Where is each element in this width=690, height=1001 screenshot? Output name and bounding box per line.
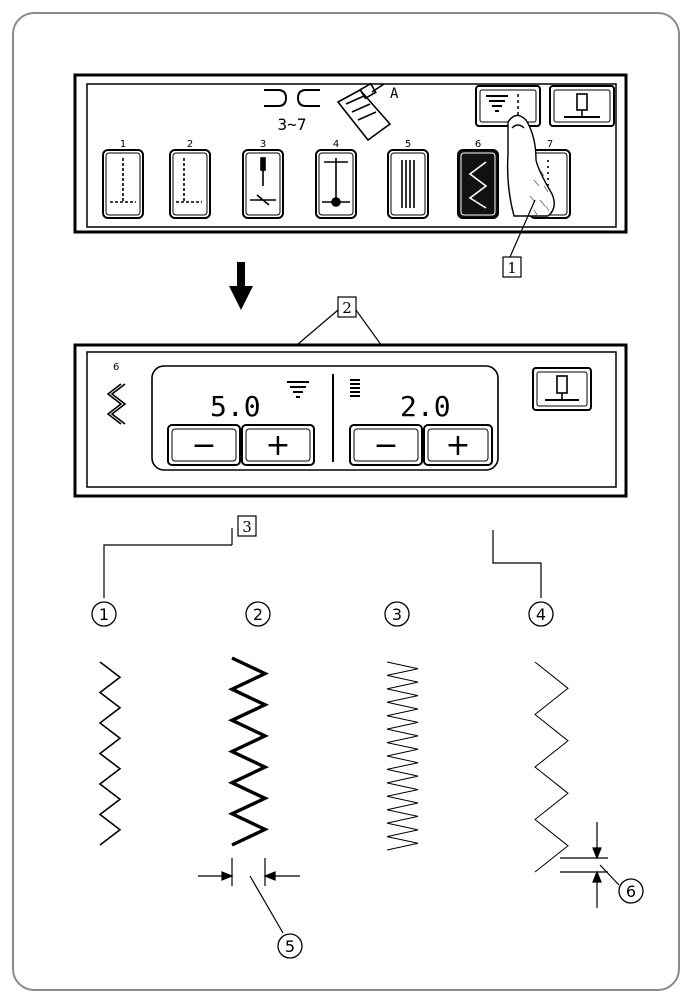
svg-text:−: − (191, 428, 216, 463)
stitch-width-icon (486, 94, 519, 118)
stitch-pattern-icon (250, 157, 276, 206)
svg-text:2: 2 (253, 605, 263, 624)
stitch-pattern-icon (468, 161, 488, 209)
twin-needle-icon (264, 89, 320, 107)
circled-label-2: 2 (245, 601, 271, 627)
stitch-length-icon (350, 379, 360, 397)
circled-label-5: 5 (277, 933, 303, 959)
pattern-key-2[interactable]: 2 (169, 139, 211, 219)
stitch-width-key[interactable] (475, 85, 541, 127)
width-plus-button[interactable]: + (241, 424, 315, 466)
svg-text:1: 1 (99, 605, 109, 624)
box-label-2-text: 2 (342, 299, 352, 317)
box-label-3-text: 3 (242, 518, 252, 536)
zigzag-pattern-icon (106, 383, 123, 425)
svg-text:3: 3 (392, 605, 402, 624)
screen-2: 6 5.0 2.0 − + (73, 343, 628, 498)
stitch-pattern-icon (401, 160, 415, 208)
pattern-key-number: 4 (333, 139, 339, 150)
circled-label-6: 6 (618, 878, 644, 904)
svg-text:+: + (445, 428, 470, 463)
width-measure (198, 858, 300, 934)
pattern-key-number: 6 (475, 139, 481, 150)
width-minus-button[interactable]: − (167, 424, 241, 466)
bracket-left (103, 544, 232, 598)
box-label-2 (337, 296, 357, 318)
length-minus-button[interactable]: − (349, 424, 423, 466)
pattern-key-6[interactable]: 6 (457, 139, 499, 219)
svg-text:5: 5 (285, 937, 295, 956)
pattern-key-number: 2 (187, 139, 193, 150)
svg-text:−: − (373, 428, 398, 463)
foot-letter: A (390, 86, 399, 102)
stitch-pattern-icon (110, 158, 136, 203)
zigzag-sample-3 (386, 661, 419, 851)
leader-line-1 (509, 199, 536, 258)
zigzag-sample-1 (98, 661, 122, 846)
pattern-key-4[interactable]: 4 (315, 139, 357, 219)
pattern-key-5[interactable]: 5 (387, 139, 429, 219)
needle-icon-2 (545, 375, 579, 401)
presser-foot-icon (336, 82, 392, 142)
finger-icon (506, 114, 555, 217)
needle-icon (564, 93, 600, 118)
zigzag-sample-4 (534, 661, 569, 873)
zigzag-sample-2 (228, 656, 269, 847)
pattern-keys: 1 2 3 4 5 6 7 (102, 139, 571, 219)
pattern-number-small: 6 (113, 362, 119, 373)
pattern-key-number: 5 (405, 139, 411, 150)
stitch-pattern-icon (322, 158, 350, 207)
circled-label-4: 4 (528, 601, 554, 627)
box-label-3 (237, 515, 257, 537)
length-measure (560, 822, 620, 908)
pattern-key-number: 7 (547, 139, 553, 150)
svg-text:4: 4 (536, 605, 546, 624)
stitch-width-icon-2 (287, 381, 309, 398)
pattern-key-number: 3 (260, 139, 266, 150)
stitch-samples (98, 656, 569, 873)
svg-text:6: 6 (626, 882, 636, 901)
box-label-1 (502, 256, 522, 278)
length-plus-button[interactable]: + (423, 424, 493, 466)
pattern-key-number: 1 (120, 139, 126, 150)
box-label-1-text: 1 (507, 259, 517, 277)
needle-position-key-2[interactable] (532, 367, 592, 411)
width-range-text: 3~7 (278, 115, 307, 134)
circled-label-1: 1 (91, 601, 117, 627)
pattern-key-1[interactable]: 1 (102, 139, 144, 219)
stitch-width-value: 5.0 (210, 390, 261, 423)
stitch-pattern-icon (176, 158, 202, 203)
bracket-right (492, 530, 542, 598)
pattern-key-3[interactable]: 3 (242, 139, 284, 219)
stitch-length-value: 2.0 (400, 390, 451, 423)
screen-1: 3~7 A (73, 73, 628, 234)
down-arrow-icon (229, 262, 253, 310)
svg-text:+: + (265, 428, 290, 463)
circled-label-3: 3 (384, 601, 410, 627)
needle-position-key[interactable] (549, 85, 615, 127)
